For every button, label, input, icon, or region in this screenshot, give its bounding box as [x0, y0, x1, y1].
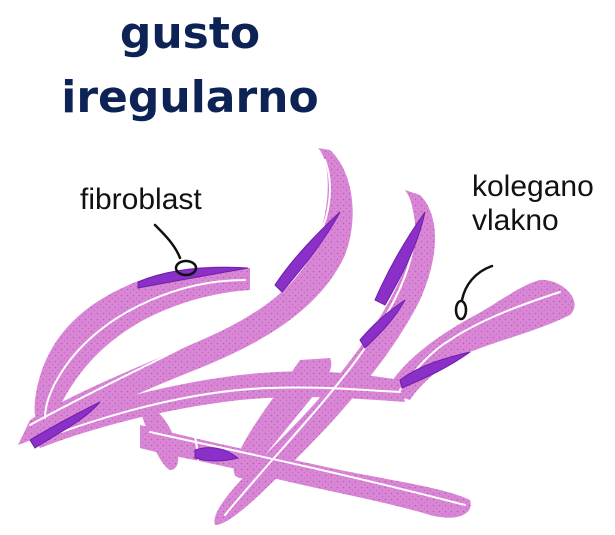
collagen-pointer-loop — [456, 301, 466, 319]
collagen-fibers — [18, 148, 575, 525]
fibroblast-pointer — [155, 225, 180, 258]
collagen-pointer — [462, 266, 492, 300]
